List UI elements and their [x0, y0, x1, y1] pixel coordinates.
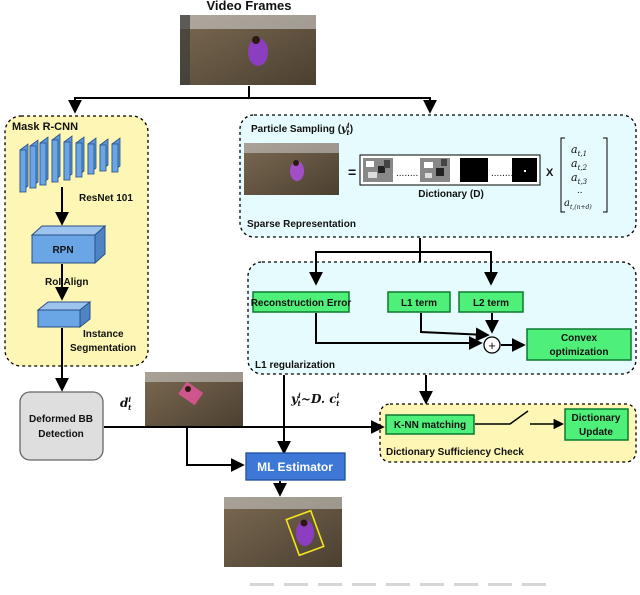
arrow-to-mask-rcnn	[68, 97, 249, 114]
svg-text:Deformed BB: Deformed BB	[29, 414, 93, 425]
roi-align-label: RoI Align	[45, 277, 89, 288]
knn-matching-box	[385, 414, 475, 435]
l2-term-box	[458, 291, 524, 313]
instance-segmentation-block	[36, 300, 92, 329]
detection-frame	[145, 372, 243, 428]
dictionary-check-label: Dictionary Sufficiency Check	[386, 447, 524, 458]
svg-text:Detection: Detection	[38, 429, 84, 440]
equals-sign: =	[348, 164, 356, 180]
arrow-to-particle-sampling	[249, 97, 437, 114]
plus-node	[483, 336, 501, 354]
instance-seg-label-1: Instance	[83, 329, 124, 340]
svg-text:L1 term: L1 term	[401, 298, 437, 309]
svg-text:optimization: optimization	[550, 347, 609, 358]
switch-symbol	[475, 410, 562, 424]
resnet-label: ResNet 101	[79, 193, 133, 204]
caption-remnant	[250, 583, 550, 586]
reconstruction-error-box	[252, 291, 350, 313]
instance-seg-label-2: Segmentation	[70, 343, 136, 354]
svg-text:at,(n+d): at,(n+d)	[564, 198, 592, 211]
sparse-representation-label: Sparse Representation	[247, 219, 356, 230]
video-frame-top	[180, 15, 316, 85]
svg-text:Update: Update	[579, 427, 613, 438]
dictionary-label: Dictionary (D)	[418, 189, 484, 200]
rpn-label: RPN	[52, 245, 73, 256]
coefficient-vector: at,1 at,2 at,3 .. at,(n+d)	[560, 137, 608, 213]
svg-text:at,3: at,3	[571, 171, 588, 186]
svg-text:at,2: at,2	[571, 157, 588, 172]
l1-term-box	[387, 291, 451, 313]
mask-rcnn-title: Mask R-CNN	[12, 121, 78, 133]
svg-text:+: +	[488, 338, 496, 353]
svg-text:Dictionary: Dictionary	[572, 413, 621, 424]
svg-text:........: ........	[491, 168, 513, 179]
dictionary-update-box	[564, 408, 629, 441]
dictionary-matrix: ........ ........	[359, 154, 541, 186]
svg-text:L2 term: L2 term	[473, 298, 509, 309]
svg-text:..: ..	[577, 185, 583, 196]
svg-text:Reconstruction Error: Reconstruction Error	[251, 298, 352, 309]
rpn-block: RPN	[30, 224, 107, 265]
svg-text:K-NN matching: K-NN matching	[394, 420, 466, 431]
video-frames-title: Video Frames	[206, 0, 291, 13]
particle-frame	[244, 143, 339, 195]
deformed-bb-detection-box	[19, 391, 104, 461]
l1-regularization-label: L1 regularization	[255, 360, 335, 371]
svg-text:........: ........	[396, 168, 418, 179]
output-frame	[224, 497, 342, 567]
svg-text:at,1: at,1	[571, 143, 587, 158]
svg-text:ML Estimator: ML Estimator	[257, 460, 333, 474]
resnet-layers	[19, 133, 121, 193]
times-sign: X	[546, 167, 554, 179]
ml-estimator-box	[245, 452, 346, 481]
svg-text:Convex: Convex	[561, 333, 598, 344]
convex-optimization-box	[526, 328, 632, 361]
